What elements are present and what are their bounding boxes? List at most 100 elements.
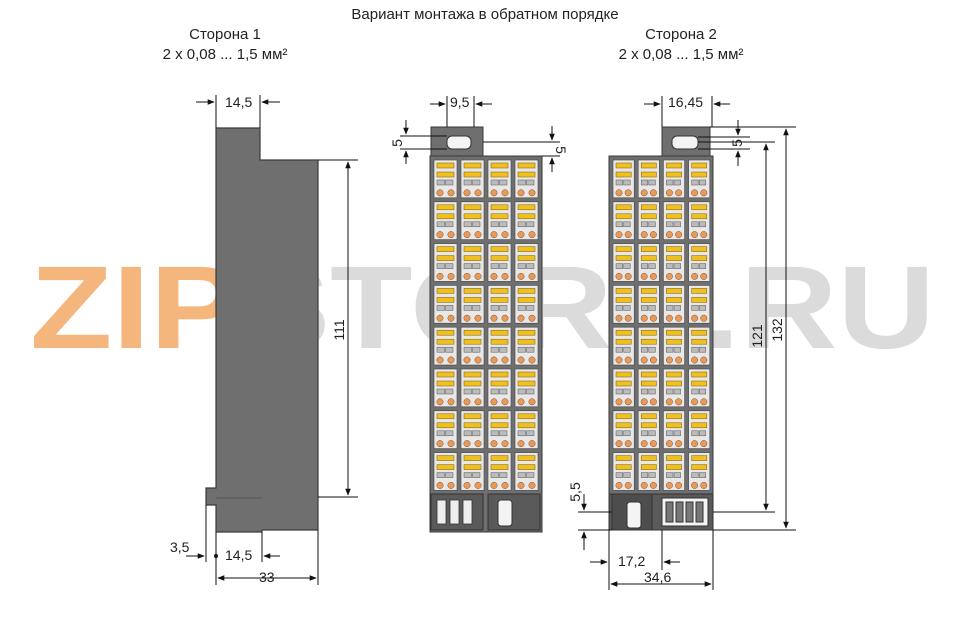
dim-front2-width-top: 16,45	[668, 94, 703, 110]
wire-entry	[665, 272, 673, 280]
side-view	[205, 127, 319, 533]
lever	[490, 464, 509, 470]
front2-connector-pins	[665, 501, 704, 523]
lever	[691, 213, 708, 220]
terminal-cell	[663, 452, 685, 491]
lever	[517, 413, 536, 420]
terminal-cell	[612, 410, 635, 449]
wire-entry	[474, 231, 482, 239]
lever	[463, 246, 482, 252]
dim-front2-height-inner: 121	[749, 324, 765, 348]
lever	[615, 464, 632, 470]
terminal-cell	[487, 201, 512, 240]
wire-entry	[463, 481, 471, 489]
lever	[517, 455, 536, 461]
lever	[436, 204, 455, 211]
wire-entry	[649, 189, 657, 197]
lever	[691, 455, 708, 461]
lever	[463, 455, 482, 461]
wire-entry	[501, 398, 509, 406]
lever	[666, 422, 682, 429]
terminal-cell	[514, 452, 539, 491]
lever	[666, 297, 682, 303]
wire-entry	[490, 272, 498, 280]
wire-entry	[615, 231, 623, 239]
lever	[691, 204, 708, 211]
side2-spec-text: 2 x 0,08 ... 1,5 мм²	[618, 46, 744, 63]
wire-entry	[517, 481, 525, 489]
lever	[517, 371, 536, 378]
side2-label-text: Сторона 2	[645, 26, 717, 43]
wire-entry	[700, 314, 708, 322]
lever	[615, 171, 632, 178]
wire-entry	[447, 398, 455, 406]
lever	[615, 288, 632, 294]
lever	[490, 246, 509, 252]
wire-entry	[691, 440, 699, 448]
wire-entry	[675, 231, 683, 239]
lever	[436, 288, 455, 294]
wire-entry	[490, 398, 498, 406]
lever	[691, 171, 708, 178]
wire-entry	[501, 189, 509, 197]
wire-entry	[528, 481, 536, 489]
wire-entry	[665, 189, 673, 197]
wire-entry	[649, 440, 657, 448]
lever	[517, 171, 536, 178]
dim-front2-height-total: 132	[769, 318, 785, 342]
lever	[517, 338, 536, 345]
terminal-cell	[688, 243, 711, 282]
wire-entry	[700, 481, 708, 489]
wire-entry	[675, 314, 683, 322]
wire-entry	[649, 398, 657, 406]
wire-entry	[528, 356, 536, 364]
lever	[490, 380, 509, 387]
wire-entry	[615, 398, 623, 406]
terminal-cell	[514, 285, 539, 324]
wire-entry	[700, 189, 708, 197]
lever	[463, 413, 482, 420]
wire-entry	[517, 440, 525, 448]
wire-entry	[640, 189, 648, 197]
lever	[666, 413, 682, 420]
wire-entry	[640, 481, 648, 489]
wire-entry	[665, 314, 673, 322]
wire-entry	[691, 314, 699, 322]
wire-entry	[490, 231, 498, 239]
terminal-cell	[460, 201, 485, 240]
terminal-cell	[514, 368, 539, 408]
wire-entry	[490, 356, 498, 364]
terminal-cell	[637, 243, 660, 282]
terminal-cell	[688, 410, 711, 449]
terminal-cell	[663, 285, 685, 324]
wire-entry	[640, 314, 648, 322]
wire-entry	[615, 189, 623, 197]
lever	[691, 297, 708, 303]
terminal-cell	[433, 326, 458, 366]
lever	[691, 338, 708, 345]
wire-entry	[447, 481, 455, 489]
lever	[666, 380, 682, 387]
front2-terminal-grid	[612, 159, 711, 491]
dim-side-height: 111	[331, 319, 347, 340]
wire-entry	[463, 440, 471, 448]
lever	[666, 162, 682, 169]
wire-entry	[463, 356, 471, 364]
lever	[640, 422, 657, 429]
terminal-cell	[637, 159, 660, 199]
wire-entry	[517, 272, 525, 280]
front1-terminal-grid	[433, 159, 539, 491]
wire-entry	[624, 272, 632, 280]
terminal-cell	[637, 452, 660, 491]
lever	[640, 213, 657, 220]
side-view-body	[205, 127, 319, 533]
lever	[436, 455, 455, 461]
wire-entry	[436, 440, 444, 448]
terminal-cell	[663, 410, 685, 449]
wire-entry	[624, 398, 632, 406]
terminal-cell	[433, 201, 458, 240]
dim-front1-hole-right: 5	[553, 146, 569, 154]
lever	[490, 371, 509, 378]
